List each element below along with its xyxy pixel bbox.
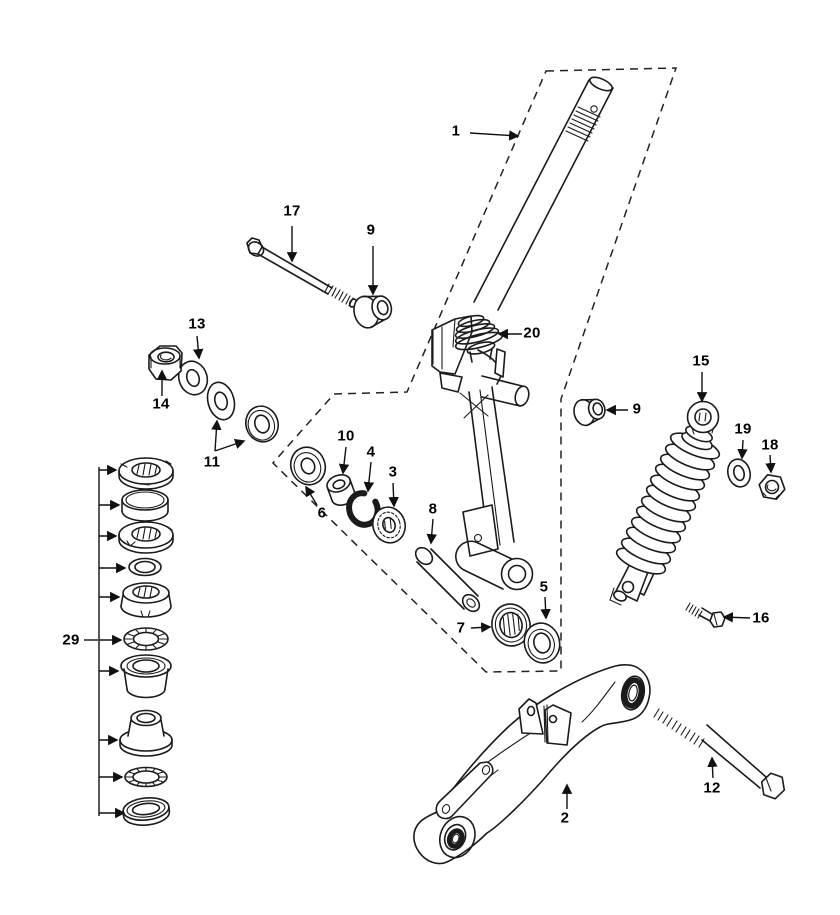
part-label-12: 12 (703, 779, 721, 797)
part-label-9a: 9 (366, 221, 376, 239)
pivot-bolt-drawing (246, 237, 358, 308)
fork-crown-drawing (431, 314, 534, 591)
bearing-3-drawing (371, 506, 407, 544)
part-label-4: 4 (366, 443, 376, 461)
part-label-19: 19 (734, 420, 752, 438)
arrow-6 (305, 485, 318, 506)
part-label-18: 18 (761, 436, 779, 454)
arrow-8 (426, 518, 437, 545)
arrow-10 (338, 446, 350, 475)
needle-bearing-7-drawing (491, 603, 531, 647)
part-label-20: 20 (523, 324, 541, 342)
tube-threads (565, 106, 601, 142)
arrow-12 (707, 756, 718, 779)
swingarm-gussets (518, 698, 572, 746)
part-label-13: 13 (188, 315, 206, 333)
part-label-17: 17 (283, 202, 301, 220)
part-label-1: 1 (451, 122, 461, 140)
arrow-1 (469, 130, 520, 141)
swingarm-drawing (413, 664, 651, 865)
bolt17-threads (324, 283, 354, 307)
part-label-8: 8 (428, 500, 438, 518)
cage-teeth-lower (125, 767, 167, 787)
arrow-19 (737, 439, 748, 460)
washer-13-drawing (177, 360, 209, 396)
arrow-4 (363, 461, 375, 493)
part-label-3: 3 (388, 463, 398, 481)
washer-19-drawing (726, 458, 752, 488)
seal-5-drawing (523, 622, 561, 664)
arrow-16 (722, 612, 751, 623)
nut-18-drawing (758, 474, 786, 500)
part-label-5: 5 (539, 578, 549, 596)
bushing-9a-drawing (353, 295, 393, 329)
swingarm-hub (438, 815, 476, 859)
arrow-18 (765, 454, 776, 474)
part-label-10: 10 (337, 427, 355, 445)
part-label-15: 15 (692, 352, 710, 370)
arrow-11a (211, 419, 222, 452)
shock-absorber-drawing (609, 400, 721, 606)
steering-column-drawing (473, 76, 614, 311)
bolt12-threads (653, 708, 705, 748)
cage-teeth-upper (124, 628, 168, 650)
part-label-16: 16 (752, 609, 770, 627)
arrow-7 (470, 622, 492, 633)
part-label-14: 14 (152, 395, 170, 413)
part-label-6: 6 (317, 504, 327, 522)
part-label-7: 7 (456, 619, 466, 637)
washer-6-drawing (289, 446, 327, 486)
part-label-29: 29 (62, 631, 80, 649)
arrow-13 (192, 335, 204, 360)
bolt-12-drawing (653, 708, 786, 800)
callout-arrows (156, 130, 776, 809)
fork-leg-drawing (455, 386, 534, 591)
dashed-outline (271, 67, 678, 673)
adjuster-rings-drawing (454, 314, 504, 355)
bolt-16-drawing (685, 602, 726, 628)
part-label-11: 11 (203, 453, 221, 471)
arrow-5 (540, 596, 551, 620)
bearing-stack-29-drawing (84, 457, 174, 826)
bushing-9b-drawing (573, 398, 606, 427)
swingarm-strap (435, 761, 494, 820)
washers-11-drawing (206, 381, 280, 443)
arrow-3 (388, 482, 399, 508)
shock-eyelet (686, 400, 720, 434)
swingarm-eyelet (620, 675, 646, 711)
nut-14-drawing (148, 345, 183, 381)
part-label-9b: 9 (632, 400, 642, 418)
stub-axle-drawing (481, 375, 530, 407)
pivot-sleeve-8-drawing (414, 546, 481, 613)
part-label-2: 2 (560, 809, 570, 827)
arrow-11b (214, 438, 246, 452)
coil-spring (615, 432, 721, 575)
